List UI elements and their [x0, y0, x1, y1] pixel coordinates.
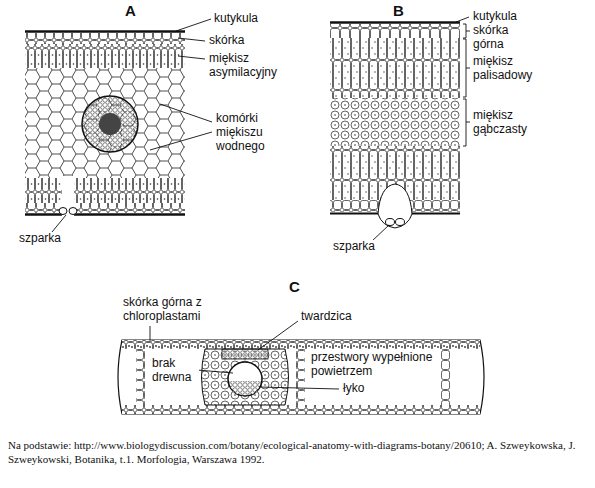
part-label: miękisz asymilacyjny: [208, 52, 290, 80]
assimilation-tissue: [25, 44, 185, 68]
leaf-section-b: [330, 17, 470, 241]
palisade-tissue: [330, 68, 460, 98]
leader-line: [178, 56, 205, 59]
guard-cell: [59, 208, 67, 215]
leader-line: [259, 387, 339, 389]
leaf-section-c: [118, 321, 484, 414]
cell-column: [296, 349, 305, 405]
part-label: miękisz palisadowy: [472, 55, 544, 83]
leaf-outline: [118, 340, 484, 414]
guard-cell: [386, 219, 395, 226]
upper-epidermis: [122, 340, 480, 349]
water-tissue: [25, 68, 185, 178]
leader-line: [372, 225, 389, 241]
leader-line: [160, 104, 212, 122]
leader-line: [456, 17, 469, 22]
part-label: twardzica: [300, 310, 353, 324]
part-label: szparka: [18, 232, 62, 246]
upper-epidermis: [25, 33, 185, 44]
leaf-section-a: [25, 19, 212, 232]
sclerenchyma: [222, 349, 268, 359]
part-label: szparka: [332, 240, 376, 254]
leader-line: [150, 132, 212, 150]
leader-line: [197, 370, 233, 373]
leader-line: [52, 215, 66, 232]
palisade-tissue: [330, 38, 460, 68]
part-label: skórka: [208, 34, 245, 48]
part-label: łyko: [342, 382, 365, 396]
cuticle: [25, 213, 185, 216]
panel-letter: B: [392, 2, 405, 19]
spongy-tissue: [330, 98, 460, 146]
cuticle: [25, 30, 185, 33]
part-label: skórka górna: [472, 24, 522, 52]
bracket: [463, 99, 470, 146]
assimilation-tissue: [25, 178, 185, 203]
part-label: brak drewna: [151, 357, 199, 385]
palisade-tissue: [330, 146, 460, 176]
part-label: miękisz gąbczasty: [472, 109, 544, 137]
lower-epidermis: [122, 405, 480, 414]
leader-line: [178, 38, 205, 41]
part-label: kutykula: [472, 10, 518, 24]
leader-line: [150, 326, 151, 341]
cuticle: [330, 21, 460, 24]
part-label: kutykula: [213, 12, 259, 26]
panel-letter: A: [124, 2, 137, 19]
bundle-core: [99, 113, 121, 135]
phloem: [229, 381, 261, 397]
upper-epidermis: [330, 24, 460, 38]
part-label: komórki miękiszu wodnego: [215, 112, 275, 153]
leader-line: [176, 19, 211, 31]
cell-column: [441, 349, 450, 405]
bundle-region: [202, 349, 289, 405]
cell-column: [136, 349, 145, 405]
lower-epidermis: [25, 203, 185, 213]
bracket: [463, 24, 470, 38]
leader-lines: [372, 17, 470, 241]
substomatal-cavity: [378, 184, 412, 228]
source-caption: Na podstawie: http://www.biologydiscussi…: [8, 438, 588, 467]
bracket: [463, 39, 470, 97]
part-label: skórka górna z chloroplastami: [122, 296, 228, 324]
leader-lines: [52, 19, 212, 232]
vascular-bundle: [228, 362, 262, 396]
panel-letter: C: [288, 278, 301, 295]
leader-line: [258, 321, 298, 350]
part-label: przestwory wypełnione powietrzem: [310, 351, 438, 379]
guard-cell: [396, 219, 405, 226]
guard-cell: [69, 208, 77, 215]
vascular-bundle: [82, 96, 138, 152]
